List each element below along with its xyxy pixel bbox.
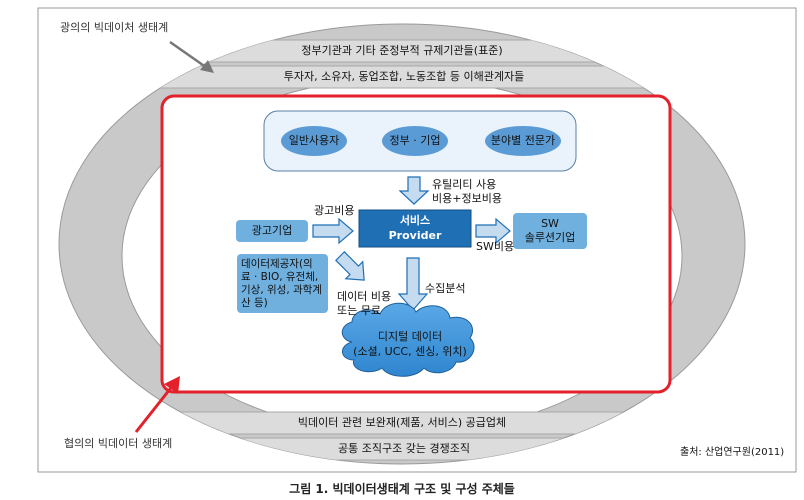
broad-ecosystem-label: 광의의 빅데이처 생태계 [60,21,169,34]
ring-top-2-label: 투자자, 소유자, 동업조합, 노동조합 등 이해관계자들 [283,70,525,83]
utility-arrow [398,176,430,205]
outer-frame [37,7,797,473]
advertiser-box [236,220,308,242]
sw-label-2: 솔루션기업 [524,231,576,244]
collect-arrow [397,257,429,311]
sw-company-box [513,213,587,249]
advertiser-label: 광고기업 [251,224,293,237]
user-gov-biz: 정부 · 기업 [389,134,441,147]
broad-pointer-arrow [169,40,214,73]
data-provider-line-3: 기상, 위성, 과학계 [241,284,322,296]
user-general: 일반사용자 [288,134,340,147]
utility-label-2: 비용+정보비용 [432,192,502,205]
collect-label: 수집분석 [425,282,466,295]
sw-cost-label: SW비용 [476,240,515,253]
user-oval-gov [382,126,448,156]
sw-label-1: SW [541,217,559,230]
data-provider-box [237,254,328,313]
user-expert: 분야별 전문가 [490,134,556,147]
user-oval-expert [485,126,561,156]
ring-bottom-2-label: 공통 조직구조 갖는 경쟁조직 [338,442,470,455]
utility-label-1: 유틸리티 사용 [432,178,497,191]
narrow-pointer-arrow [134,376,180,433]
figure-caption: 그림 1. 빅데이터생태계 구조 및 구성 주체들 [289,482,515,496]
ring-top-1-label: 정부기관과 기타 준정부적 규제기관들(표준) [301,44,503,57]
data-cost-label-1: 데이터 비용 [337,290,392,303]
digital-data-cloud [341,302,475,377]
band-top-2 [59,65,745,89]
user-oval-general [281,126,347,156]
ad-cost-arrow [312,217,354,245]
cloud-line-1: 디지털 데이터 [377,330,443,343]
provider-line-2: Provider [388,229,442,242]
ring-bottom-1-label: 빅데이터 관련 보완재(제품, 서비스) 공급업체 [297,416,507,429]
data-provider-line-2: 료 · BIO, 유전체, [241,271,319,283]
provider-box [358,209,472,248]
data-cost-label-2: 또는 무료 [337,304,381,317]
data-cost-arrow [335,251,365,281]
ad-cost-label: 광고비용 [314,204,355,217]
narrow-ecosystem-label: 협의의 빅데이터 생태계 [64,437,173,450]
sw-cost-arrow [475,217,511,245]
source-label: 출처: 산업연구원(2011) [680,447,785,458]
cloud-line-2: (소셜, UCC, 센싱, 위치) [353,345,467,358]
provider-line-1: 서비스 [399,214,431,227]
data-provider-line-1: 데이터제공자(의 [241,258,313,270]
band-bottom-1 [59,411,745,435]
data-provider-line-4: 산 등) [241,297,268,309]
